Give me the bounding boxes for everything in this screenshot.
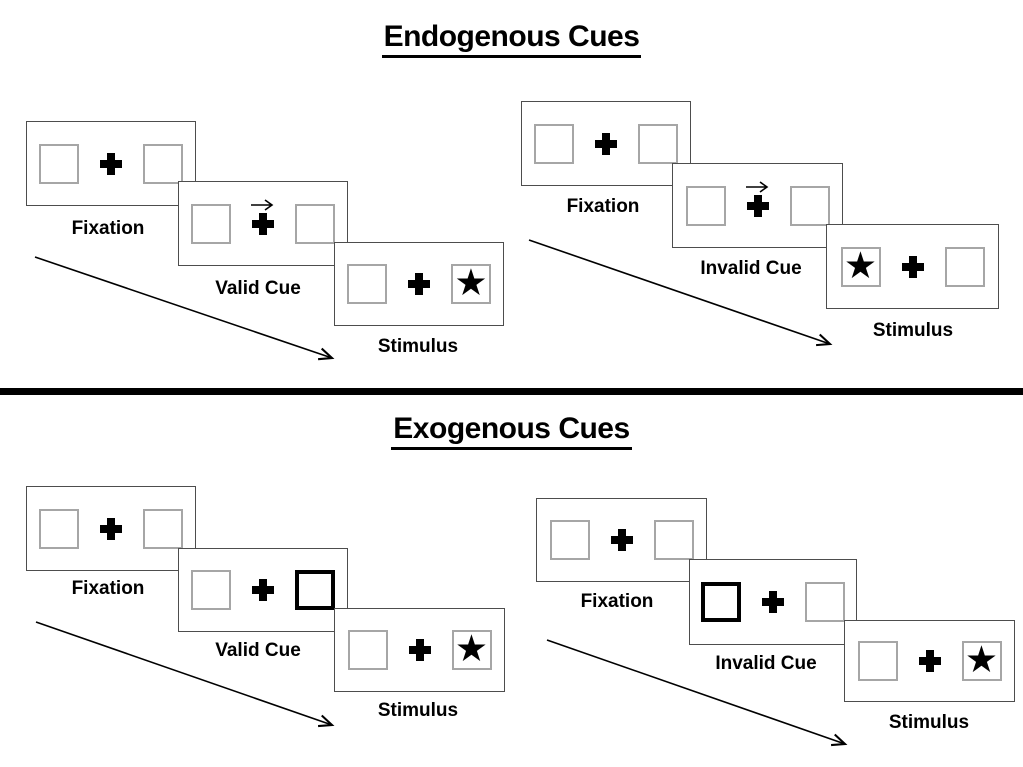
fixation-cross-area bbox=[408, 638, 432, 662]
label-endogenous-valid-cue: Valid Cue bbox=[215, 278, 301, 299]
fixation-cross-area bbox=[594, 132, 618, 156]
label-exogenous-valid-stimulus: Stimulus bbox=[377, 700, 459, 721]
right-box bbox=[805, 582, 845, 622]
label-exogenous-invalid-cue: Invalid Cue bbox=[715, 653, 817, 674]
panel-exogenous-valid-cue bbox=[178, 548, 348, 632]
right-box bbox=[789, 185, 830, 226]
right-box bbox=[295, 203, 335, 244]
left-box-with-target: ★ bbox=[840, 244, 881, 287]
endogenous-title-text: Endogenous Cues bbox=[381, 20, 642, 58]
star-icon: ★ bbox=[964, 639, 999, 680]
label-endogenous-invalid-stimulus: Stimulus bbox=[872, 320, 954, 341]
left-box bbox=[191, 203, 231, 244]
fixation-cross-area bbox=[407, 272, 431, 296]
label-exogenous-valid-cue: Valid Cue bbox=[215, 640, 301, 661]
plus-icon bbox=[252, 212, 274, 235]
right-box bbox=[638, 123, 678, 164]
left-box bbox=[39, 508, 79, 549]
plus-icon bbox=[252, 579, 274, 601]
left-box bbox=[191, 570, 231, 610]
left-box bbox=[347, 630, 388, 670]
timeline-arrow-endogenous-invalid bbox=[528, 239, 833, 347]
panel-exogenous-invalid-fixation bbox=[536, 498, 707, 582]
star-icon: ★ bbox=[843, 244, 878, 286]
plus-icon bbox=[901, 255, 924, 278]
left-box bbox=[347, 264, 387, 304]
left-box bbox=[857, 641, 898, 681]
plus-icon bbox=[100, 152, 122, 175]
panel-endogenous-valid-stimulus: ★ bbox=[334, 242, 504, 326]
fixation-cross-area bbox=[251, 578, 275, 602]
left-box bbox=[549, 520, 590, 560]
panel-endogenous-invalid-stimulus: ★ bbox=[826, 224, 999, 309]
panel-endogenous-invalid-cue bbox=[672, 163, 843, 248]
exogenous-title-text: Exogenous Cues bbox=[391, 412, 632, 450]
label-endogenous-valid-fixation: Fixation bbox=[71, 218, 145, 239]
label-endogenous-invalid-cue: Invalid Cue bbox=[700, 258, 802, 279]
timeline-arrow-exogenous-invalid bbox=[546, 639, 848, 747]
label-exogenous-invalid-fixation: Fixation bbox=[580, 591, 654, 612]
panel-endogenous-invalid-fixation bbox=[521, 101, 691, 186]
section-divider bbox=[0, 388, 1023, 395]
label-endogenous-invalid-fixation: Fixation bbox=[566, 196, 640, 217]
label-exogenous-invalid-stimulus: Stimulus bbox=[888, 712, 970, 733]
right-box bbox=[143, 143, 183, 184]
timeline-arrow-exogenous-valid bbox=[35, 621, 335, 728]
exogenous-section-title: Exogenous Cues bbox=[0, 412, 1023, 450]
fixation-cross-area bbox=[901, 255, 925, 279]
left-box bbox=[685, 185, 726, 226]
endogenous-section-title: Endogenous Cues bbox=[0, 20, 1023, 58]
right-box-with-target: ★ bbox=[961, 639, 1002, 681]
plus-icon bbox=[100, 517, 122, 540]
right-box-cue-highlight bbox=[295, 570, 335, 610]
left-box bbox=[534, 123, 574, 164]
right-box bbox=[653, 520, 694, 560]
panel-endogenous-valid-fixation bbox=[26, 121, 196, 206]
panel-exogenous-invalid-cue bbox=[689, 559, 857, 645]
fixation-cross-area bbox=[251, 198, 275, 236]
plus-icon bbox=[610, 529, 633, 551]
panel-exogenous-valid-stimulus: ★ bbox=[334, 608, 505, 692]
fixation-cross-area bbox=[610, 528, 634, 552]
label-endogenous-valid-stimulus: Stimulus bbox=[377, 336, 459, 357]
right-box bbox=[944, 246, 985, 287]
star-icon: ★ bbox=[454, 628, 489, 669]
plus-icon bbox=[408, 273, 430, 295]
cue-arrow-icon bbox=[251, 198, 274, 211]
timeline-arrow-endogenous-valid bbox=[34, 256, 335, 361]
panel-endogenous-valid-cue bbox=[178, 181, 348, 266]
plus-icon bbox=[918, 650, 941, 672]
right-box-with-target: ★ bbox=[451, 628, 492, 670]
fixation-cross-area bbox=[99, 152, 123, 176]
right-box bbox=[143, 508, 183, 549]
left-box bbox=[39, 143, 79, 184]
fixation-cross-area bbox=[761, 590, 785, 614]
plus-icon bbox=[408, 639, 431, 661]
panel-exogenous-invalid-stimulus: ★ bbox=[844, 620, 1015, 702]
cue-arrow-icon bbox=[745, 180, 768, 193]
fixation-cross-area bbox=[99, 517, 123, 541]
fixation-cross-area bbox=[745, 180, 770, 218]
panel-exogenous-valid-fixation bbox=[26, 486, 196, 571]
star-icon: ★ bbox=[454, 262, 488, 303]
plus-icon bbox=[746, 194, 769, 217]
plus-icon bbox=[762, 591, 784, 613]
left-box-cue-highlight bbox=[701, 582, 741, 622]
plus-icon bbox=[595, 132, 617, 155]
fixation-cross-area bbox=[918, 649, 942, 673]
right-box-with-target: ★ bbox=[451, 264, 491, 304]
label-exogenous-valid-fixation: Fixation bbox=[71, 578, 145, 599]
